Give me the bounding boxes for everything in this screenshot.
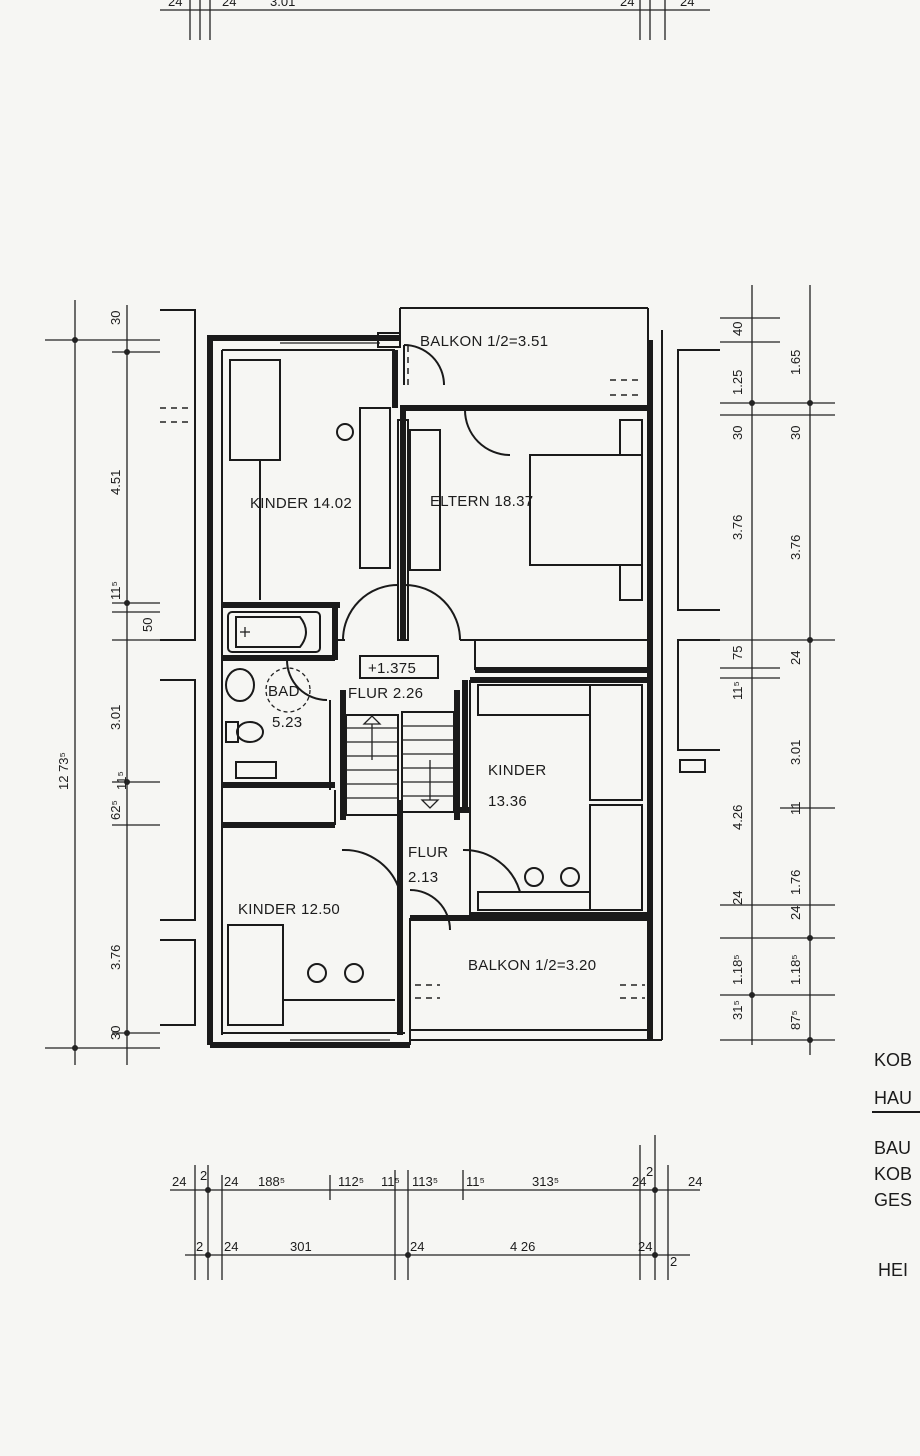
dim-left-3: 11⁵ xyxy=(108,581,123,600)
label-flur-small: FLUR xyxy=(408,844,448,861)
dim-right-inner-7: 4.26 xyxy=(730,805,745,830)
dim-bottom-r1-5: 112⁵ xyxy=(338,1174,364,1189)
label-kinder-sw: KINDER 12.50 xyxy=(238,901,340,918)
dim-top-5: 24 xyxy=(680,0,694,9)
title-line-4: KOB xyxy=(874,1164,912,1184)
dim-bottom-r2-5: 4 26 xyxy=(510,1239,535,1254)
dim-bottom-r1-4: 188⁵ xyxy=(258,1174,285,1189)
title-line-3: BAU xyxy=(874,1138,911,1158)
dim-left-6: 11⁵ xyxy=(114,771,129,790)
dim-right-outer-8: 24 xyxy=(788,906,803,920)
label-flur-small-area: 2.13 xyxy=(408,869,438,886)
dim-right-outer-1: 1.65 xyxy=(788,350,803,375)
label-bad: BAD xyxy=(268,683,300,700)
label-balkon-top: BALKON 1/2=3.51 xyxy=(420,333,548,350)
dim-right-outer-4: 24 xyxy=(788,651,803,665)
dim-left-1: 30 xyxy=(108,311,123,325)
dim-left-7: 62⁵ xyxy=(108,800,123,820)
dim-bottom-r2-3: 301 xyxy=(290,1239,312,1254)
label-kinder-e-area: 13.36 xyxy=(488,793,527,810)
staircase xyxy=(345,655,455,816)
dim-bottom-r1-9: 313⁵ xyxy=(532,1174,559,1189)
dim-left-5: 3.01 xyxy=(108,705,123,730)
dim-right-inner-8: 24 xyxy=(730,891,745,905)
dim-right-inner-3: 30 xyxy=(730,426,745,440)
balcony-railings xyxy=(160,345,645,999)
doors xyxy=(286,344,521,931)
dim-left-total: 12 73⁵ xyxy=(56,752,71,790)
walls xyxy=(207,307,663,1048)
dim-bottom-r2-6: 24 xyxy=(638,1239,652,1254)
dim-right-outer-10: 87⁵ xyxy=(788,1010,803,1030)
label-eltern: ELTERN 18.37 xyxy=(430,493,533,510)
title-line-6: HEI xyxy=(878,1260,908,1280)
dim-right-inner-9: 31⁵ xyxy=(730,1000,745,1020)
dim-left-4: 50 xyxy=(140,618,155,632)
dim-bottom-r1-3: 24 xyxy=(224,1174,238,1189)
dim-bottom-r2-1: 2 xyxy=(196,1239,203,1254)
dimensions-left: 30 4.51 11⁵ 50 3.01 11⁵ 62⁵ 3.76 30 12 7… xyxy=(45,300,160,1065)
dim-right-inner-5: 75 xyxy=(730,646,745,660)
dim-bottom-r2-2: 24 xyxy=(224,1239,238,1254)
dim-right-outer-7: 1.76 xyxy=(788,870,803,895)
label-kinder-nw: KINDER 14.02 xyxy=(250,495,352,512)
dim-bottom-r1-10: 24 xyxy=(632,1174,646,1189)
dim-bottom-r2-4: 24 xyxy=(410,1239,424,1254)
title-line-5: GES xyxy=(874,1190,912,1210)
fixtures xyxy=(225,423,580,983)
dim-left-2: 4.51 xyxy=(108,470,123,495)
title-line-2: HAU xyxy=(874,1088,912,1108)
label-flur-main: FLUR 2.26 xyxy=(348,685,423,702)
dim-top-2: 24 xyxy=(222,0,236,9)
dim-bottom-r1-11: 2 xyxy=(646,1164,653,1179)
label-level: +1.375 xyxy=(368,660,416,677)
dim-bottom-r2-7: 2 xyxy=(670,1254,677,1269)
dimensions-bottom: 24 2 24 188⁵ 112⁵ 11⁵ 113⁵ 11⁵ 313⁵ 24 2… xyxy=(170,1135,702,1280)
title-line-1: KOB xyxy=(874,1050,912,1070)
dim-bottom-r1-2: 2 xyxy=(200,1168,207,1183)
dim-left-9: 30 xyxy=(108,1026,123,1040)
label-bad-area: 5.23 xyxy=(272,714,302,731)
dim-top-1: 24 xyxy=(168,0,182,9)
dim-bottom-r1-7: 113⁵ xyxy=(412,1174,438,1189)
top-dimension-fragment: 24 24 3.01 24 24 xyxy=(160,0,710,40)
dim-right-inner-4: 3.76 xyxy=(730,515,745,540)
dim-top-4: 24 xyxy=(620,0,634,9)
dim-bottom-r1-6: 11⁵ xyxy=(381,1174,400,1189)
dim-right-outer-3: 3.76 xyxy=(788,535,803,560)
dim-right-outer-9: 1.18⁵ xyxy=(788,954,803,985)
dim-right-outer-6: 11 xyxy=(788,802,803,816)
dim-top-3: 3.01 xyxy=(270,0,295,9)
dim-bottom-r1-1: 24 xyxy=(172,1174,186,1189)
label-kinder-e: KINDER xyxy=(488,762,546,779)
dimensions-right: 40 1.25 30 3.76 75 11⁵ 4.26 24 31⁵ 1.18⁵… xyxy=(720,285,835,1055)
room-labels: BALKON 1/2=3.51 KINDER 14.02 ELTERN 18.3… xyxy=(238,333,596,974)
label-balkon-bottom: BALKON 1/2=3.20 xyxy=(468,957,596,974)
dim-right-inner-1: 40 xyxy=(730,322,745,336)
dim-bottom-r1-8: 11⁵ xyxy=(466,1174,485,1189)
dim-right-inner-6: 11⁵ xyxy=(730,681,745,700)
dim-bottom-r1-12: 24 xyxy=(688,1174,702,1189)
dim-right-inner-10: 1.18⁵ xyxy=(730,954,745,985)
dim-left-8: 3.76 xyxy=(108,945,123,970)
dim-right-inner-2: 1.25 xyxy=(730,370,745,395)
dim-right-outer-5: 3.01 xyxy=(788,740,803,765)
adjacent-walls xyxy=(160,309,720,1026)
title-block: KOB HAU BAU KOB GES HEI xyxy=(872,1050,920,1280)
dim-right-outer-2: 30 xyxy=(788,426,803,440)
